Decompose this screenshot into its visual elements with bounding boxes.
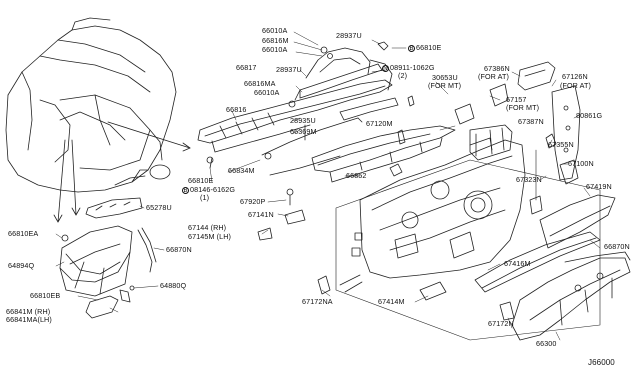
- callout-66841ma: 66841MA(LH): [6, 315, 52, 324]
- callout-08146-qty: (1): [200, 193, 210, 202]
- callout-67126n-note: (FOR AT): [560, 81, 592, 90]
- callout-64894q: 64894Q: [8, 261, 35, 270]
- callout-67172na: 67172NA: [302, 297, 333, 306]
- callout-66834m: 66834M: [228, 166, 255, 175]
- callout-67145m: 67145M (LH): [188, 232, 232, 241]
- upper-right-brackets: [454, 61, 581, 215]
- callout-66010a-3: 66010A: [254, 88, 280, 97]
- callout-66010a: 66010A: [262, 26, 288, 35]
- callout-66852: 66852: [346, 171, 367, 180]
- vehicle-outline: [5, 17, 177, 193]
- small-fasteners: [257, 95, 515, 321]
- side-members: [474, 194, 631, 341]
- diagram-code: J66000: [588, 358, 615, 367]
- callout-66870n-2: 66870N: [604, 242, 630, 251]
- callout-66010a-2: 66010A: [262, 45, 288, 54]
- callout-66369m: 66369M: [290, 127, 317, 136]
- circle-n-icon: N: [382, 64, 389, 72]
- callout-67355n: 67355N: [548, 140, 574, 149]
- hood-ledge-tray: [59, 225, 157, 319]
- cowl-top-assembly: [197, 41, 399, 153]
- callout-67172n: 67172N: [488, 319, 514, 328]
- pointer-arrows: [53, 121, 191, 223]
- dash-upper-panel: [311, 125, 456, 183]
- callout-66810ea: 66810EA: [8, 229, 39, 238]
- callout-28935u: 28935U: [290, 116, 316, 125]
- callout-66816ma: 66816MA: [244, 79, 276, 88]
- callout-67419n: 67419N: [586, 182, 612, 191]
- callout-66816: 66816: [226, 105, 247, 114]
- callout-67416m: 67416M: [504, 259, 531, 268]
- circle-b-icon: B: [408, 44, 415, 52]
- callout-67920p: 67920P: [240, 197, 266, 206]
- washer-hoses: [206, 117, 363, 176]
- dash-lower-panel: [351, 124, 526, 279]
- callout-67157: 67157: [506, 95, 527, 104]
- callout-67386n-note: (FOR AT): [478, 72, 510, 81]
- callout-67414m: 67414M: [378, 297, 405, 306]
- callout-67144: 67144 (RH): [188, 223, 227, 232]
- callout-65278u: 65278U: [146, 203, 172, 212]
- callout-64880q: 64880Q: [160, 281, 187, 290]
- callout-66810e-2: 66810E: [188, 176, 214, 185]
- callout-67323n: 67323N: [516, 175, 542, 184]
- callout-28937u: 28937U: [336, 31, 362, 40]
- leader-lines: [55, 31, 601, 341]
- callout-67141n: 67141N: [248, 210, 274, 219]
- callout-67386n: 67386N: [484, 64, 510, 73]
- callout-67157-note: (FOR MT): [506, 103, 540, 112]
- callout-28937u-2: 28937U: [276, 65, 302, 74]
- callout-66870n: 66870N: [166, 245, 192, 254]
- circle-b-icon: B: [182, 186, 189, 194]
- insulator-65278u: [85, 197, 143, 219]
- callout-80861g: 80861G: [576, 111, 603, 120]
- parts-group-box: [335, 149, 601, 341]
- callout-66817: 66817: [236, 63, 257, 72]
- callout-08911-qty: (2): [398, 71, 408, 80]
- callout-30653u: 30653U: [432, 73, 458, 82]
- callout-66841m: 66841M (RH): [6, 307, 51, 316]
- callout-66300: 66300: [536, 339, 557, 348]
- callout-30653u-note: (FOR MT): [428, 81, 462, 90]
- callout-66810eb: 66810EB: [30, 291, 61, 300]
- callout-67100n: 67100N: [568, 159, 594, 168]
- callout-67126n: 67126N: [562, 72, 588, 81]
- callout-66816m: 66816M: [262, 36, 289, 45]
- callout-67387n: 67387N: [518, 117, 544, 126]
- callout-67120m: 67120M: [366, 119, 393, 128]
